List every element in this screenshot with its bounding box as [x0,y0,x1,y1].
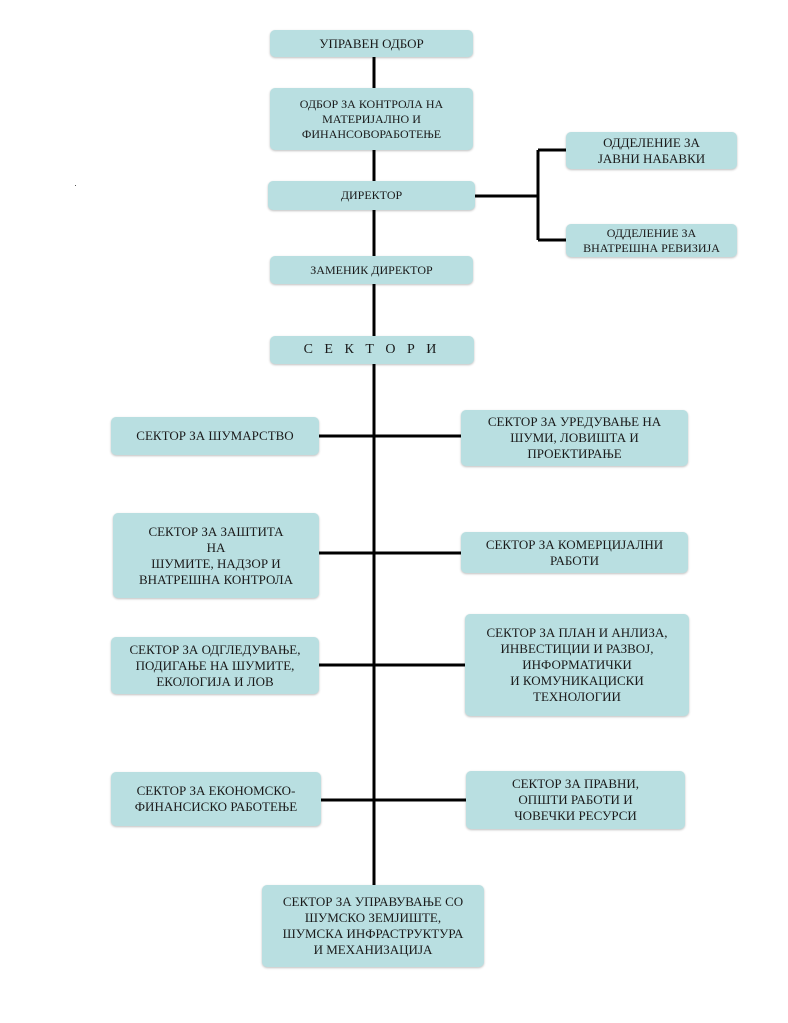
sector-forestry-box: СЕКТОР ЗА ШУМАРСТВО [111,417,319,455]
procurement-department-box: ОДДЕЛЕНИЕ ЗА ЈАВНИ НАБАВКИ [566,132,737,169]
sector-finance-box: СЕКТОР ЗА ЕКОНОМСКО- ФИНАНСИСКО РАБОТЕЊЕ [111,772,321,826]
sector-cultivation-box: СЕКТОР ЗА ОДГЛЕДУВАЊЕ, ПОДИГАЊЕ НА ШУМИТ… [111,637,319,694]
deputy-director-box: ЗАМЕНИК ДИРЕКТОР [270,256,473,284]
sector-forest-protection-box: СЕКТОР ЗА ЗАШТИТА НА ШУМИТЕ, НАДЗОР И ВН… [113,513,319,598]
sectors-header-box: С Е К Т О Р И [270,336,474,364]
stray-dot [75,185,76,186]
sector-forest-planning-box: СЕКТОР ЗА УРЕДУВАЊЕ НА ШУМИ, ЛОВИШТА И П… [461,410,688,466]
supervisory-board-box: ОДБОР ЗА КОНТРОЛА НА МАТЕРИЈАЛНО И ФИНАН… [270,88,473,150]
director-box: ДИРЕКТОР [268,181,475,210]
sector-legal-box: СЕКТОР ЗА ПРАВНИ, ОПШТИ РАБОТИ И ЧОВЕЧКИ… [466,771,685,829]
sector-commercial-box: СЕКТОР ЗА КОМЕРЦИЈАЛНИ РАБОТИ [461,532,688,573]
sector-land-management-box: СЕКТОР ЗА УПРАВУВАЊЕ СО ШУМСКО ЗЕМЈИШТЕ,… [262,885,484,967]
sector-plan-it-box: СЕКТОР ЗА ПЛАН И АНЛИЗА, ИНВЕСТИЦИИ И РА… [465,614,689,716]
board-box: УПРАВЕН ОДБОР [270,30,473,57]
audit-department-box: ОДДЕЛЕНИЕ ЗА ВНАТРЕШНА РЕВИЗИЈА [566,224,737,257]
